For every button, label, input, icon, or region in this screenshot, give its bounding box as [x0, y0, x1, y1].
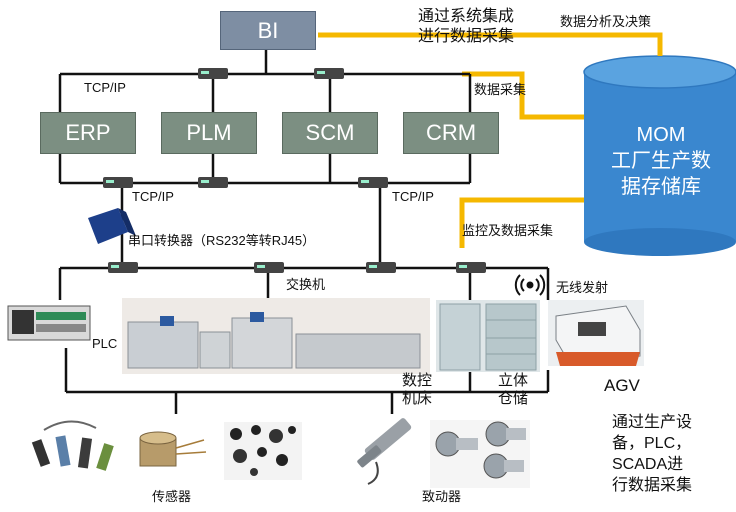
bi-box: BI: [220, 11, 316, 50]
crm-label: CRM: [425, 120, 477, 145]
bi-collect-line1: 通过系统集成: [418, 8, 515, 25]
database-cylinder: [583, 55, 736, 256]
cnc-label-line2: 机床: [402, 390, 433, 407]
database-label-line3: 据存储库: [621, 176, 701, 198]
agv-image: [548, 300, 644, 366]
switch-mid-1: [103, 177, 133, 188]
device-collect-line3: SCADA进: [612, 456, 684, 473]
production-line-image: [122, 298, 430, 374]
wireless-icon: [514, 274, 546, 296]
switch-low-2: [254, 262, 284, 273]
serial-converter-device: [88, 208, 136, 244]
switch-low-4: [456, 262, 486, 273]
device-collect-line2: 备，PLC，: [612, 435, 692, 452]
motors: [430, 420, 530, 488]
storage-label-line1: 立体: [498, 372, 529, 389]
plm-box: PLM: [161, 112, 257, 154]
erp-box: ERP: [40, 112, 136, 154]
bi-db-link: [318, 32, 663, 56]
erp-label: ERP: [65, 120, 111, 145]
device-collect-line4: 行数据采集: [612, 477, 693, 494]
sensor-parts: [224, 422, 302, 480]
tcp-label-mid-left: TCP/IP: [132, 189, 174, 204]
switch-mid-3: [358, 177, 388, 188]
crm-box: CRM: [403, 112, 499, 154]
sensor-label: 传感器: [152, 489, 192, 504]
monitor-label: 监控及数据采集: [462, 223, 554, 238]
bi-collect-note: 通过系统集成 进行数据采集: [418, 7, 514, 47]
switch-low-3: [366, 262, 396, 273]
device-collect-note: 通过生产设 备，PLC， SCADA进 行数据采集: [612, 412, 722, 496]
storage-label-line2: 仓储: [498, 390, 529, 407]
collect-label: 数据采集: [474, 82, 527, 97]
storage-label: 立体 仓储: [498, 372, 528, 408]
switch-label: 交换机: [286, 277, 326, 292]
systems-db-link: [462, 71, 584, 120]
tcp-label-top: TCP/IP: [84, 80, 126, 95]
plc-label: PLC: [92, 336, 118, 351]
switch-mid-2: [198, 177, 228, 188]
serial-converter-label: 串口转换器（RS232等转RJ45）: [128, 233, 316, 248]
switch-top-right: [314, 68, 344, 79]
scm-label: SCM: [305, 120, 355, 145]
scm-box: SCM: [282, 112, 378, 154]
cnc-storage-image: [436, 300, 540, 372]
plc-device-image: [7, 305, 91, 341]
can-sensor: [139, 431, 207, 467]
cnc-label: 数控 机床: [402, 372, 432, 408]
plm-label: PLM: [186, 120, 232, 145]
database-label-line2: 工厂生产数: [611, 150, 711, 172]
database-label: MOM 工厂生产数 据存储库: [586, 122, 736, 200]
database-label-line1: MOM: [636, 124, 686, 146]
switch-top-left: [198, 68, 228, 79]
device-collect-line1: 通过生产设: [612, 414, 693, 431]
bi-collect-line2: 进行数据采集: [418, 28, 515, 45]
linear-actuator: [357, 418, 412, 485]
agv-label: AGV: [604, 376, 640, 395]
tcp-label-mid-right: TCP/IP: [392, 189, 434, 204]
actuator-label: 致动器: [422, 489, 462, 504]
devices-db-link: [459, 197, 584, 248]
data-links: [318, 32, 663, 248]
sensor-images: [31, 420, 302, 480]
network-switches: [103, 68, 486, 273]
bi-label: BI: [257, 17, 279, 43]
analysis-label: 数据分析及决策: [560, 14, 652, 29]
actuator-images: [357, 418, 530, 488]
switch-low-1: [108, 262, 138, 273]
cnc-label-line1: 数控: [402, 372, 433, 389]
wireless-label: 无线发射: [556, 280, 609, 295]
proximity-sensors: [31, 420, 114, 471]
